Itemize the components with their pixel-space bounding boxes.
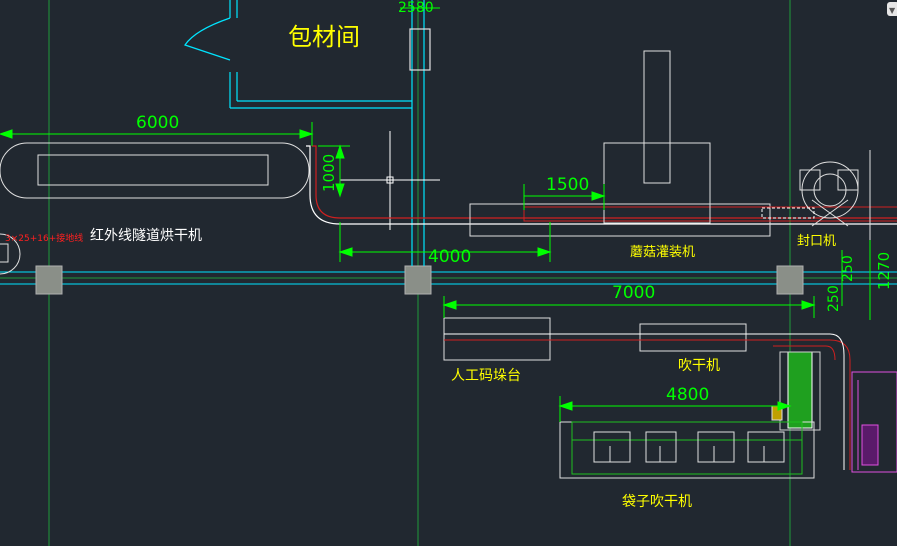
label-packing-room: 包材间 bbox=[288, 23, 360, 51]
dim-1500: 1500 bbox=[546, 175, 589, 195]
infrared-dryer-body bbox=[0, 142, 310, 199]
dimension-lines bbox=[0, 7, 871, 422]
dim-250-a: 250 bbox=[826, 285, 842, 312]
mushroom-filler-body bbox=[603, 50, 711, 224]
label-mushroom-filler: 蘑菇灌装机 bbox=[630, 245, 695, 260]
dim-250-b: 250 bbox=[840, 255, 856, 282]
beam-line bbox=[0, 271, 897, 285]
packing-room-walls bbox=[184, 0, 431, 266]
viewport-menu-icon[interactable]: ▼ bbox=[889, 6, 896, 15]
bag-blower-body bbox=[559, 421, 815, 479]
dim-1000: 1000 bbox=[320, 154, 338, 192]
dim-1270: 1270 bbox=[875, 252, 893, 290]
lower-conveyor bbox=[443, 317, 851, 470]
right-rack bbox=[851, 371, 897, 473]
conveyor-frame bbox=[469, 203, 771, 237]
viewport-menu-button[interactable] bbox=[887, 2, 897, 16]
main-conveyor bbox=[306, 145, 897, 225]
label-manual-stacker: 人工码垛台 bbox=[451, 368, 521, 384]
label-ground-wire: 3×25+16+接地线 bbox=[5, 232, 83, 244]
dim-7000: 7000 bbox=[612, 283, 655, 303]
bag-elevator bbox=[787, 351, 813, 429]
label-infrared-dryer: 红外线隧道烘干机 bbox=[90, 228, 202, 244]
dim-2580: 2580 bbox=[398, 0, 434, 16]
dim-6000: 6000 bbox=[136, 113, 179, 133]
label-blower: 吹干机 bbox=[678, 358, 720, 374]
dim-4800: 4800 bbox=[666, 385, 709, 405]
dim-4000: 4000 bbox=[428, 247, 471, 267]
columns bbox=[35, 265, 804, 295]
label-bag-blower: 袋子吹干机 bbox=[622, 494, 692, 510]
label-sealer: 封口机 bbox=[797, 234, 836, 249]
motor-circle bbox=[0, 233, 21, 275]
cad-crosshair bbox=[340, 131, 440, 230]
sealer-body bbox=[761, 150, 871, 240]
